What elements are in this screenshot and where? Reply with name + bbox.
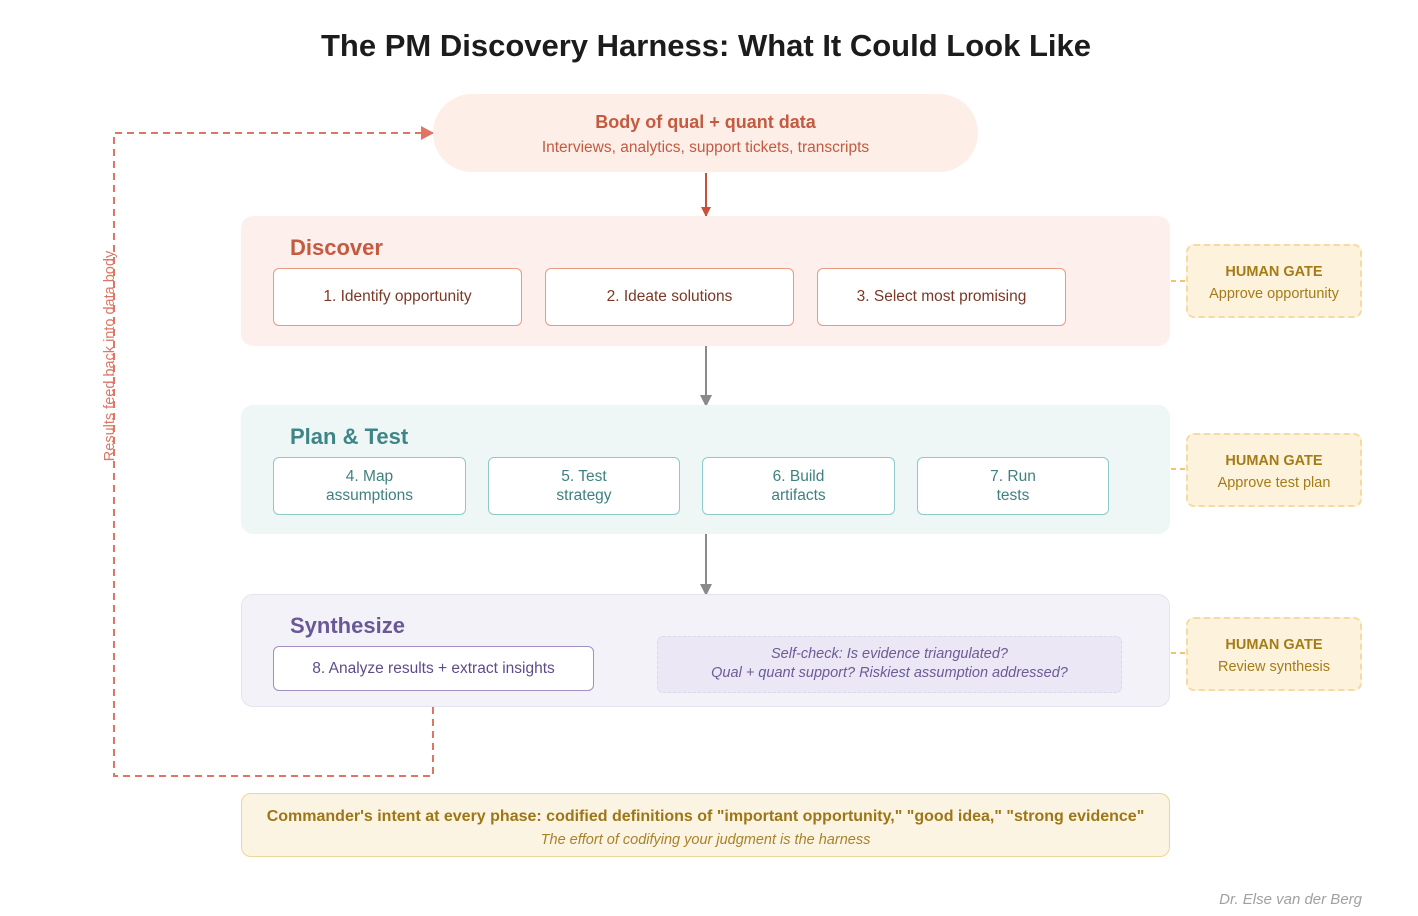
intent-subtitle: The effort of codifying your judgment is… [540, 832, 871, 848]
step-label-line1: 6. Build [772, 467, 825, 485]
step-label-line2: artifacts [771, 487, 826, 504]
phase-discover-title: Discover [290, 235, 383, 260]
gate-label: HUMAN GATE [1225, 264, 1323, 280]
step-run-tests: 7. Run tests [917, 457, 1109, 515]
step-label: 2. Ideate solutions [606, 288, 733, 306]
step-label: 1. Identify opportunity [323, 288, 472, 306]
human-gate-review-synthesis: HUMAN GATE Review synthesis [1186, 617, 1362, 691]
feedback-loop-label: Results feed back into data body [102, 250, 118, 462]
step-test-strategy: 5. Test strategy [488, 457, 680, 515]
step-label-line2: assumptions [325, 487, 413, 504]
human-gate-approve-test-plan: HUMAN GATE Approve test plan [1186, 433, 1362, 507]
step-label: 8. Analyze results + extract insights [312, 659, 555, 677]
gate-text: Review synthesis [1217, 659, 1330, 675]
data-body-node: Body of qual + quant data Interviews, an… [433, 94, 978, 172]
step-label-line1: 5. Test [561, 467, 607, 485]
step-label-line1: 7. Run [990, 467, 1036, 485]
human-gate-approve-opportunity: HUMAN GATE Approve opportunity [1186, 244, 1362, 318]
intent-title: Commander's intent at every phase: codif… [266, 808, 1145, 825]
gate-text: Approve opportunity [1209, 286, 1339, 302]
page-title: The PM Discovery Harness: What It Could … [321, 28, 1091, 63]
step-build-artifacts: 6. Build artifacts [702, 457, 895, 515]
step-analyze-results: 8. Analyze results + extract insights [273, 646, 594, 691]
step-ideate-solutions: 2. Ideate solutions [545, 268, 794, 326]
phase-synthesize-title: Synthesize [290, 613, 405, 638]
phase-plan-test-title: Plan & Test [290, 424, 409, 449]
step-label: 3. Select most promising [856, 288, 1027, 306]
author-signature: Dr. Else van der Berg [1219, 891, 1362, 908]
step-label-line1: 4. Map [345, 467, 394, 485]
data-body-title: Body of qual + quant data [595, 112, 816, 132]
gate-text: Approve test plan [1217, 475, 1331, 491]
step-map-assumptions: 4. Map assumptions [273, 457, 466, 515]
step-label-line2: tests [996, 487, 1030, 504]
feedback-loop-arrow [113, 126, 434, 777]
gate-label: HUMAN GATE [1225, 453, 1323, 469]
commanders-intent-box: Commander's intent at every phase: codif… [241, 793, 1170, 857]
data-body-subtitle: Interviews, analytics, support tickets, … [541, 139, 870, 156]
step-label-line2: strategy [556, 487, 612, 504]
self-check-line1: Self-check: Is evidence triangulated? [771, 646, 1008, 662]
gate-label: HUMAN GATE [1225, 637, 1323, 653]
self-check-note: Self-check: Is evidence triangulated? Qu… [657, 636, 1122, 693]
step-identify-opportunity: 1. Identify opportunity [273, 268, 522, 326]
self-check-line2: Qual + quant support? Riskiest assumptio… [711, 665, 1068, 681]
step-select-most-promising: 3. Select most promising [817, 268, 1066, 326]
